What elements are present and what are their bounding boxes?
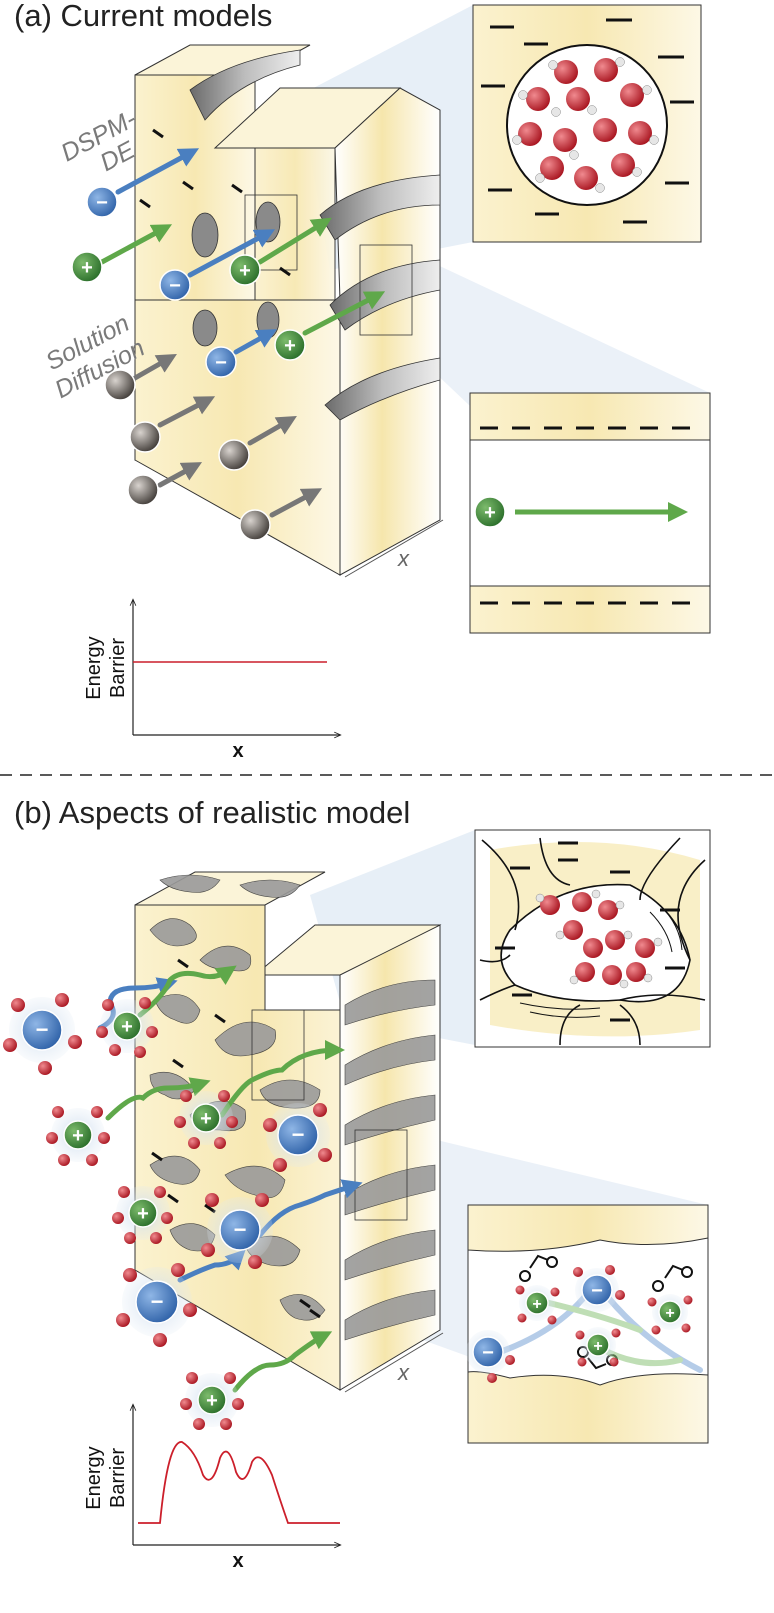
hydrated-cation-b4: +: [112, 1186, 173, 1244]
hydrated-cation-b5: +: [180, 1372, 244, 1430]
svg-text:+: +: [665, 1305, 674, 1322]
callout-b-cation-3: +: [647, 1294, 693, 1335]
panel-a-title: (a) Current models: [14, 0, 273, 33]
transport-arrows-a: [99, 148, 386, 518]
svg-text:+: +: [484, 502, 496, 524]
energy-plot-b-ylabel-1: Energy: [83, 1446, 105, 1509]
energy-plot-b-xlabel: x: [232, 1550, 243, 1572]
hydrated-anion-b4: −: [116, 1263, 197, 1347]
tortuous-pores: [149, 874, 436, 1341]
callout-b-anion-2: −: [573, 1265, 625, 1312]
energy-plot-a-ylabel-1: Energy: [83, 636, 105, 699]
svg-text:+: +: [593, 1338, 602, 1355]
panel-b-title: (b) Aspects of realistic model: [14, 795, 411, 830]
energy-plot-a-ylabel-2: Barrier: [107, 638, 129, 698]
svg-text:+: +: [284, 335, 296, 357]
callout-b-anion-1: −: [466, 1330, 515, 1383]
callout-charged-pore-a: +: [469, 392, 711, 634]
callout-hydrated-ion-b: [474, 829, 711, 1048]
cation-a1: +: [71, 251, 103, 283]
callout-channel-b: − − + + +: [466, 1204, 709, 1444]
anion-a1: −: [86, 186, 118, 218]
callout-b-cation-1: +: [515, 1285, 560, 1325]
svg-text:−: −: [482, 1342, 494, 1364]
panel-b: x − + +: [3, 829, 711, 1572]
svg-text:+: +: [121, 1016, 133, 1038]
hydrated-anion-b1: −: [3, 993, 82, 1075]
svg-text:−: −: [169, 275, 181, 297]
water-molecules-b: [535, 889, 663, 989]
svg-text:+: +: [137, 1203, 149, 1225]
svg-text:−: −: [151, 1289, 164, 1314]
energy-profile-multi-barrier: [138, 1441, 340, 1524]
water-molecules-a: [512, 57, 659, 193]
hydrated-anion-b3: −: [201, 1193, 273, 1269]
cation-a2: +: [229, 254, 261, 286]
svg-text:+: +: [200, 1108, 212, 1130]
neutral-solutes-a: [104, 369, 271, 541]
membrane-block-b: [134, 871, 444, 1393]
anion-a3: −: [205, 346, 237, 378]
svg-text:+: +: [72, 1125, 84, 1147]
energy-plot-a: Energy Barrier x: [83, 600, 340, 762]
anion-a2: −: [159, 269, 191, 301]
block-x-axis-label: x: [397, 546, 410, 571]
svg-text:+: +: [206, 1390, 218, 1412]
cation-callout-a: +: [474, 496, 506, 528]
svg-text:−: −: [36, 1017, 49, 1042]
hydrated-cation-b2: +: [46, 1106, 110, 1166]
svg-text:+: +: [239, 260, 251, 282]
membrane-block-a: [134, 44, 444, 578]
hydrated-cation-b3: +: [174, 1090, 238, 1149]
hydrated-anion-b2: −: [263, 1103, 332, 1172]
hydrated-cation-b1: +: [96, 997, 158, 1058]
panel-a: x DSPM- DE Solution Diffusion − + −: [41, 4, 711, 762]
svg-text:+: +: [532, 1296, 541, 1313]
energy-plot-a-xlabel: x: [232, 740, 243, 762]
svg-text:−: −: [292, 1122, 305, 1147]
block-fixed-charges-b: [151, 958, 321, 1319]
cation-a3: +: [274, 329, 306, 361]
svg-text:+: +: [81, 257, 93, 279]
svg-text:−: −: [215, 352, 227, 374]
callout-hydrated-ion-a: [472, 4, 702, 243]
energy-plot-b-ylabel-2: Barrier: [107, 1448, 129, 1508]
callout-b-cation-2: +: [575, 1327, 621, 1367]
svg-text:−: −: [591, 1280, 603, 1302]
block-fixed-charges: [139, 128, 291, 277]
svg-text:−: −: [234, 1217, 247, 1242]
block-b-x-axis-label: x: [397, 1360, 410, 1385]
energy-plot-b: Energy Barrier x: [83, 1405, 340, 1572]
svg-text:−: −: [96, 192, 108, 214]
